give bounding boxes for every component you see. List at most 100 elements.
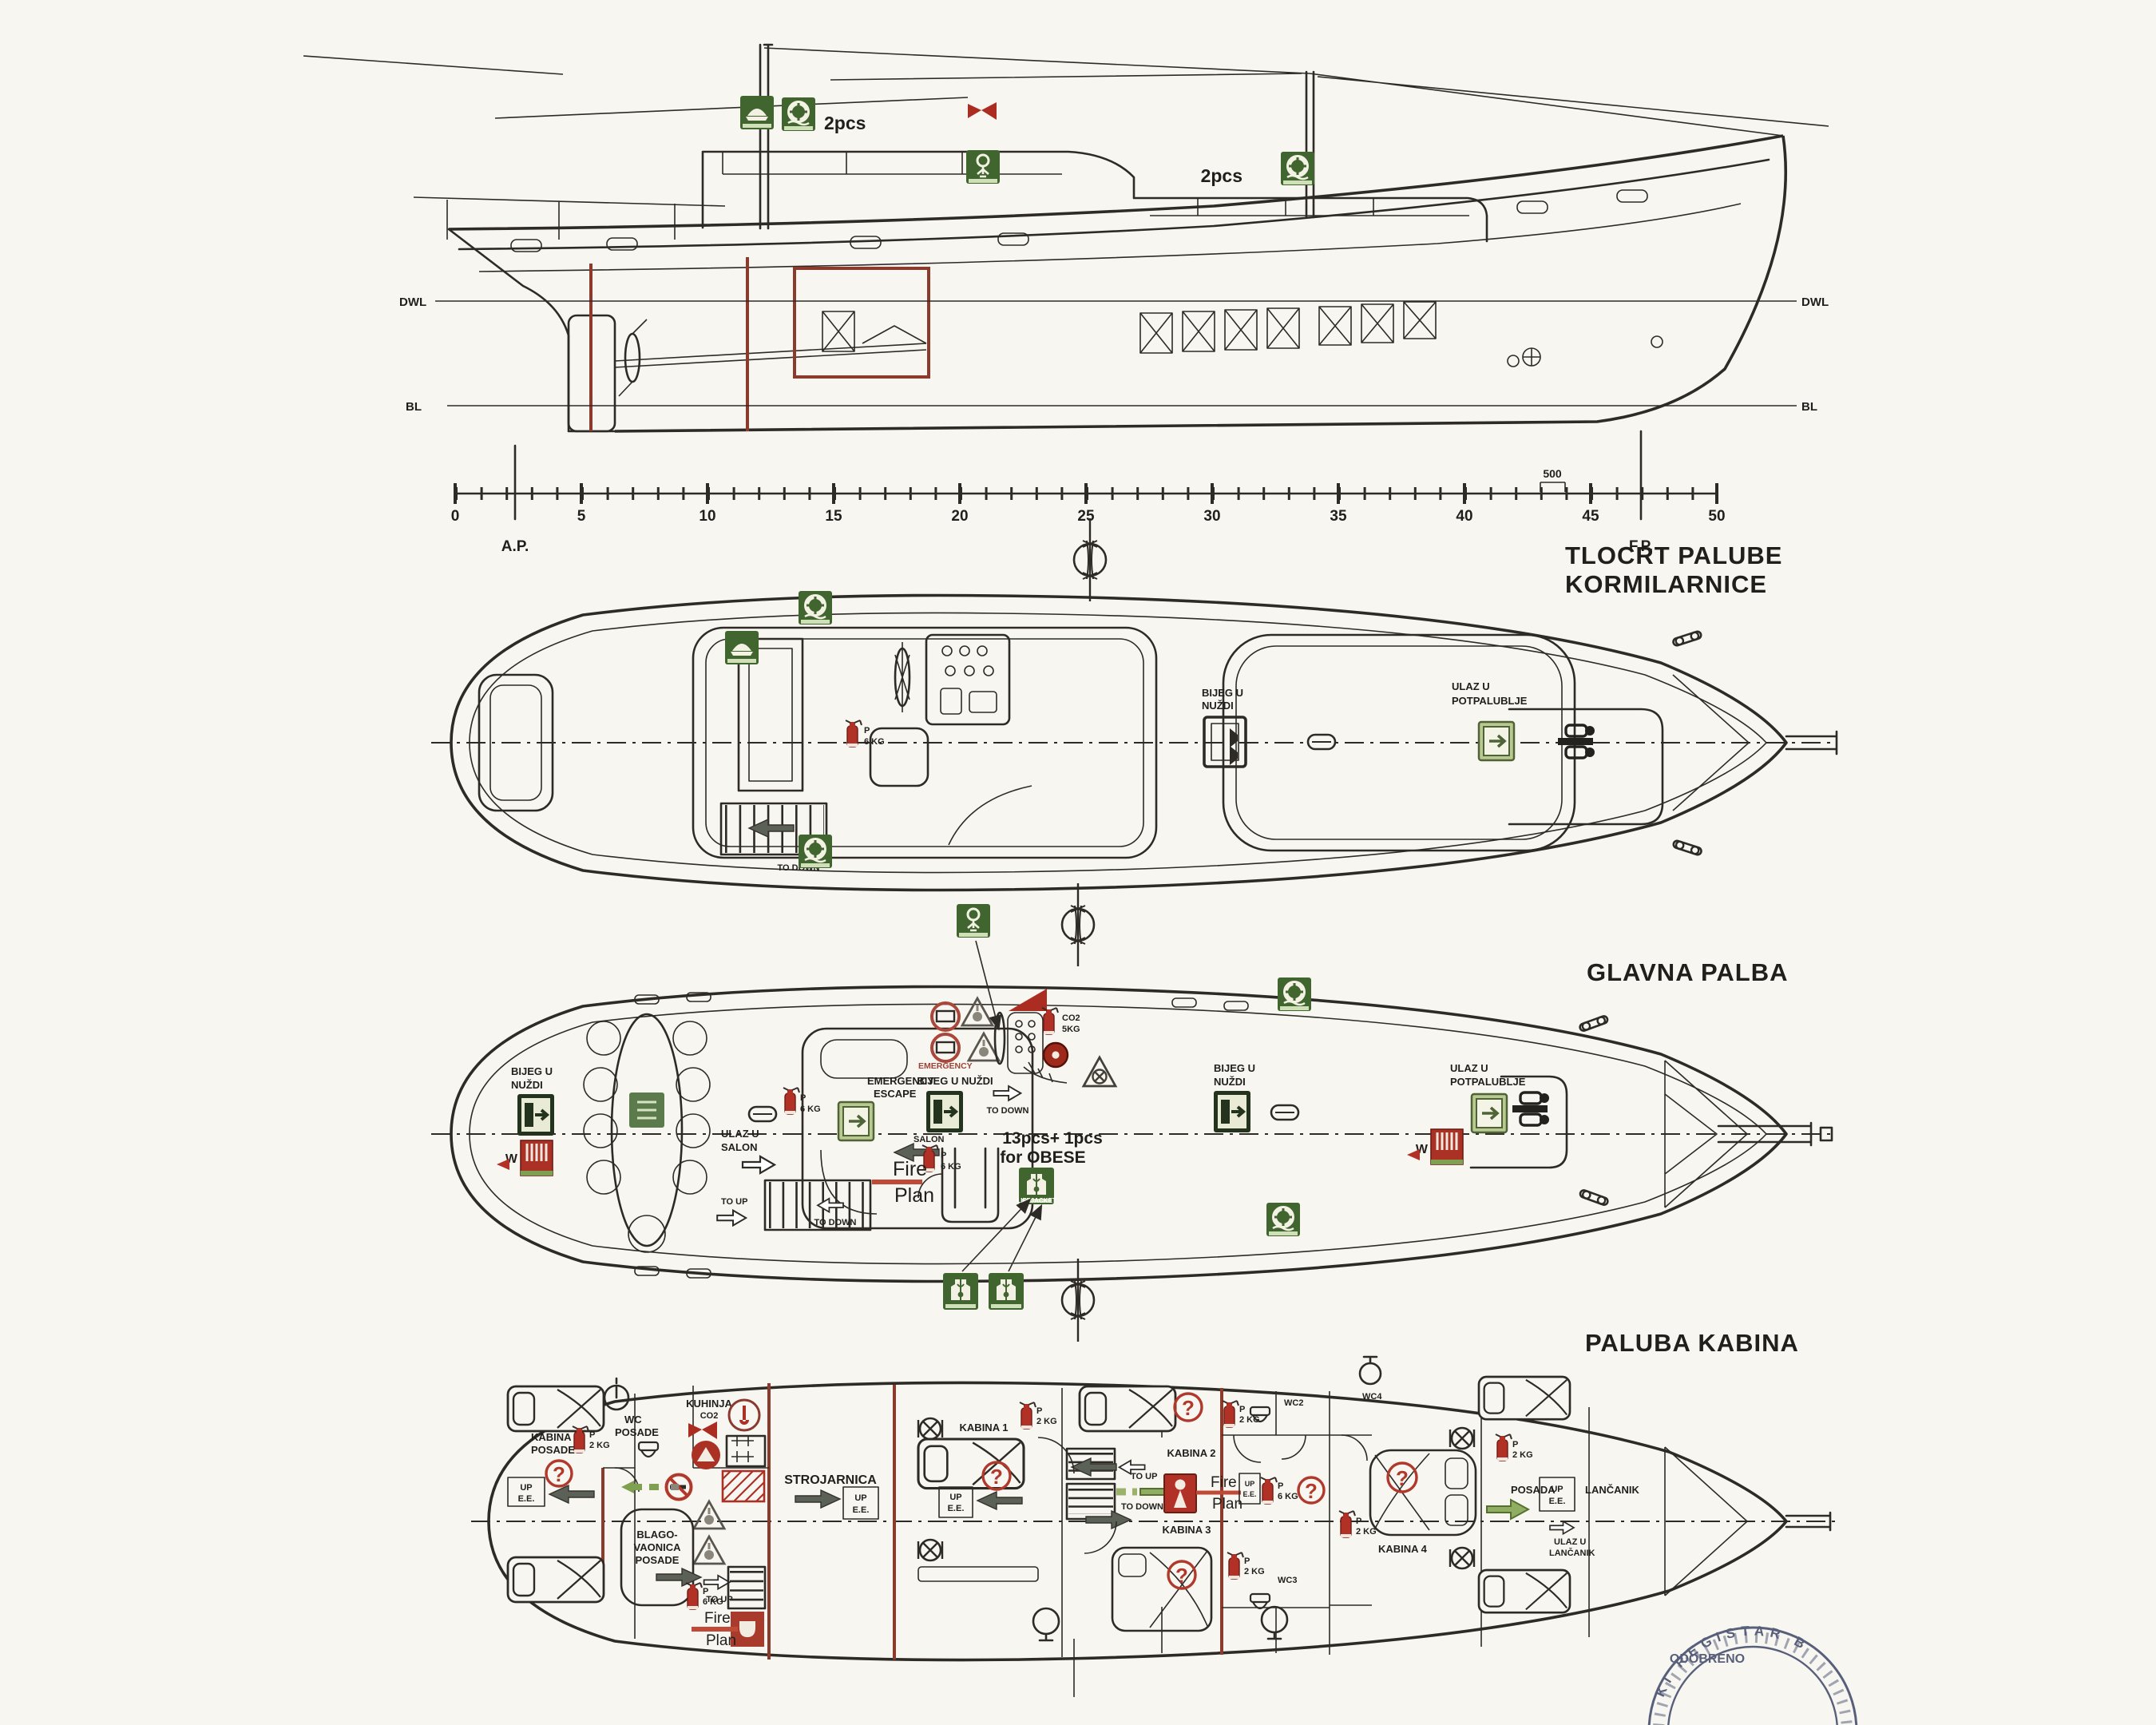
lifejacket-count: 13pcs+ 1pcs bbox=[1002, 1129, 1103, 1148]
up-emergency-exit-box: UP E.E. bbox=[507, 1477, 545, 1507]
lifejacket-icon bbox=[942, 1272, 979, 1311]
galley-co2-label: CO2 bbox=[700, 1411, 719, 1421]
engine-room-label: STROJARNICA bbox=[784, 1473, 877, 1487]
escape-hatch-icon bbox=[1449, 1546, 1476, 1570]
thermometer-icon bbox=[727, 1398, 761, 1432]
fire-extinguisher: P 2 KG bbox=[1019, 1402, 1057, 1430]
lifebuoy-icon bbox=[1266, 1203, 1300, 1236]
lifejacket-stowage-callout bbox=[942, 1198, 1043, 1311]
fire-plan-label: Fire bbox=[893, 1158, 927, 1180]
galley: KUHINJA CO2 bbox=[621, 1398, 767, 1565]
escape-route-arrow bbox=[1071, 1457, 1117, 1477]
scale-tick: 45 bbox=[1582, 508, 1599, 525]
bulwark-openings bbox=[510, 189, 1648, 252]
fire-plan-label: Fire bbox=[1211, 1474, 1237, 1491]
emergency-exit-icon bbox=[837, 1100, 875, 1142]
co2-label: 5KG bbox=[1062, 1025, 1080, 1034]
lifebuoy-icon bbox=[782, 97, 815, 131]
ext-type: P bbox=[1278, 1481, 1283, 1491]
smoke-detector: ? bbox=[1386, 1461, 1418, 1493]
escape-hatch-icon bbox=[917, 1417, 944, 1441]
up-emergency-exit-box: UP E.E. bbox=[1539, 1477, 1575, 1512]
deck-title: PALUBA KABINA bbox=[1585, 1329, 1799, 1357]
to-down-label: TO DOWN bbox=[814, 1218, 857, 1227]
detector-glyph: ? bbox=[1396, 1466, 1409, 1490]
scale-tick: 40 bbox=[1456, 508, 1472, 525]
up-label: UP bbox=[520, 1483, 532, 1493]
fire-plan-location: Fire Plan bbox=[692, 1610, 738, 1649]
escape-hatch-icon bbox=[917, 1538, 944, 1562]
mess-label: VAONICA bbox=[634, 1541, 682, 1553]
warning-triangle-icon bbox=[961, 997, 994, 1027]
salon-label: SALON bbox=[914, 1135, 945, 1144]
shower-symbol bbox=[1358, 1355, 1382, 1386]
smoke-detector: ? bbox=[1167, 1560, 1197, 1590]
emergency-equipment-cluster: EMERGENCY EMERGENCY ESCAPE BIJEG U NUŽDI… bbox=[837, 989, 1117, 1142]
lifebuoy-icon bbox=[1278, 978, 1311, 1011]
scale-tick: 15 bbox=[825, 508, 842, 525]
up-label: UP bbox=[1551, 1485, 1563, 1494]
deck-title: TLOCRT PALUBE bbox=[1565, 541, 1782, 569]
ext-size: 6 KG bbox=[864, 737, 885, 747]
ext-size: 6 KG bbox=[941, 1162, 961, 1172]
smoke-detector: ? bbox=[981, 1461, 1012, 1491]
scale-tick: 30 bbox=[1203, 508, 1220, 525]
frame-spacing-dim: 500 bbox=[1543, 467, 1562, 480]
deck-title: GLAVNA PALBA bbox=[1587, 958, 1789, 986]
central-staircase: TO UP TO DOWN bbox=[1037, 1437, 1183, 1554]
aft-perpendicular-label: A.P. bbox=[501, 538, 529, 555]
salon-entrance-label: ULAZ U bbox=[721, 1128, 759, 1140]
escape-label: NUŽDI bbox=[1202, 700, 1234, 712]
detector-glyph: ? bbox=[1175, 1564, 1188, 1588]
toilet bbox=[1249, 1592, 1271, 1610]
to-up-label: TO UP bbox=[1131, 1472, 1157, 1481]
scale-tick: 0 bbox=[451, 508, 460, 525]
fire-bulkheads bbox=[601, 1383, 1223, 1660]
chain-entry-label: LANČANIK bbox=[1549, 1548, 1595, 1558]
ext-type: P bbox=[1239, 1405, 1245, 1414]
ext-size: 2 KG bbox=[1244, 1567, 1265, 1576]
toilet bbox=[637, 1441, 660, 1458]
entrance-arrow bbox=[741, 1155, 776, 1175]
escape-label: NUŽDI bbox=[1214, 1076, 1246, 1088]
ee-label: E.E. bbox=[518, 1494, 535, 1504]
emergency-escape-label: ESCAPE bbox=[874, 1088, 917, 1100]
cabin-2: KABINA 2 ? P 2 KG bbox=[1078, 1385, 1260, 1459]
lamp-symbol bbox=[1260, 1605, 1289, 1640]
lifejacket-count: for OBESE bbox=[1000, 1148, 1085, 1167]
cabin-deck-plan: PALUBA KABINA KABINA POSADE P 2 KG ? UP bbox=[471, 1329, 1837, 1697]
dwl-label-left: DWL bbox=[399, 295, 426, 309]
scale-tick: 25 bbox=[1077, 508, 1095, 525]
entrance-label: ULAZ U bbox=[1450, 1062, 1488, 1074]
signal-horn-icon bbox=[968, 102, 997, 120]
to-up-arrow bbox=[716, 1209, 747, 1227]
wc-block: WC2 WC3 WC4 bbox=[1233, 1355, 1382, 1640]
fire-extinguisher: P 2 KG bbox=[1338, 1510, 1377, 1538]
escape-route-green-dashes bbox=[1116, 1481, 1183, 1502]
fire-hydrant: W bbox=[497, 1139, 554, 1177]
ext-size: 2 KG bbox=[589, 1441, 610, 1450]
emergency-battery-icon bbox=[930, 1033, 961, 1063]
to-up-label: TO UP bbox=[706, 1595, 732, 1604]
helm-wheel bbox=[894, 642, 911, 712]
lifejacket-caption: LIFEJACKET bbox=[1017, 1197, 1056, 1204]
fire-extinguisher-icon bbox=[1227, 1552, 1244, 1580]
salon-deckhouse bbox=[801, 1027, 1034, 1230]
escape-route-arrow bbox=[1085, 1510, 1132, 1529]
fire-hydrant: W bbox=[1407, 1128, 1464, 1166]
bed bbox=[1477, 1375, 1571, 1421]
to-down-label: TO DOWN bbox=[987, 1106, 1029, 1116]
centerline-fitting bbox=[1306, 733, 1337, 751]
smoke-detector: ? bbox=[545, 1459, 573, 1488]
fire-extinguisher-icon bbox=[1495, 1434, 1512, 1461]
co2-label: CO2 bbox=[1062, 1013, 1080, 1023]
hull-profile bbox=[447, 134, 1788, 433]
to-down-arrow bbox=[993, 1085, 1022, 1101]
galley-hatched-area bbox=[721, 1469, 766, 1503]
cabin2-label: KABINA 2 bbox=[1167, 1447, 1216, 1459]
scale-tick: 50 bbox=[1708, 508, 1725, 525]
galley-label: KUHINJA bbox=[686, 1398, 732, 1410]
ext-size: 2 KG bbox=[1036, 1417, 1057, 1426]
ext-type: P bbox=[1512, 1440, 1518, 1449]
